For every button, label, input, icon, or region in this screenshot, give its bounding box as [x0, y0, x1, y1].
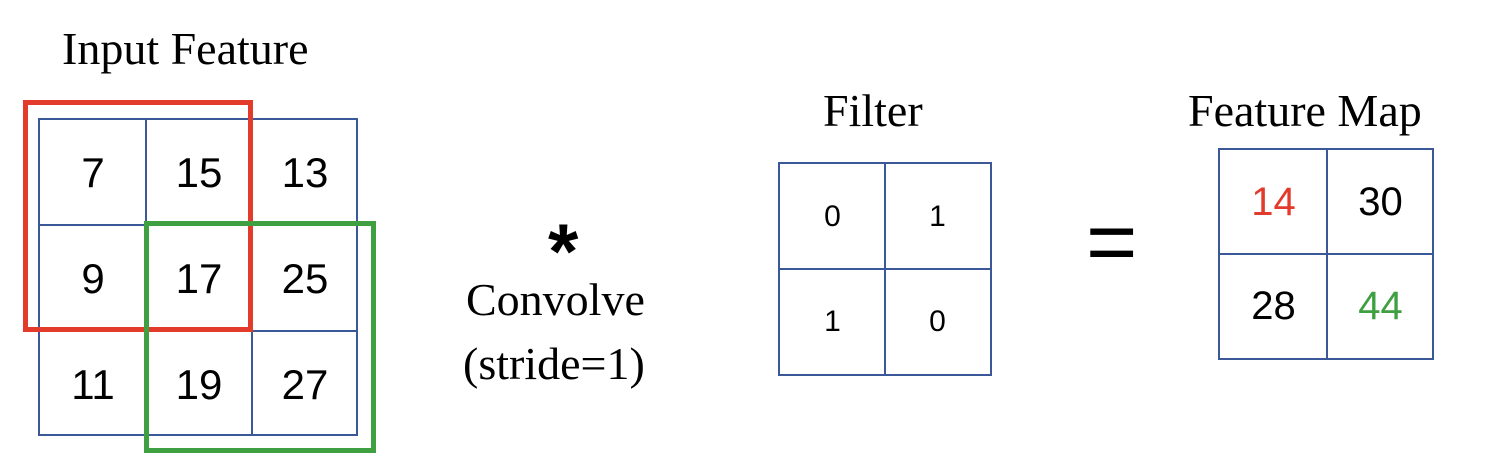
filter-cell: 1	[929, 199, 946, 233]
feature-map-cell: 28	[1251, 283, 1296, 328]
filter-title: Filter	[823, 85, 923, 136]
input-cell: 13	[281, 149, 329, 196]
feature-map-title: Feature Map	[1188, 85, 1422, 136]
convolve-symbol: *	[548, 207, 579, 295]
feature-map-cell-red: 14	[1251, 179, 1296, 224]
input-cell: 19	[175, 361, 223, 408]
green-window-bottom-right	[144, 221, 376, 453]
input-feature-title: Input Feature	[62, 23, 309, 74]
filter-cell: 1	[824, 304, 841, 338]
stride-label: (stride=1)	[463, 338, 645, 389]
filter-cell: 0	[929, 304, 946, 338]
input-cell: 9	[81, 255, 105, 302]
red-window-top-left	[23, 100, 253, 332]
input-cell: 27	[281, 361, 329, 408]
input-cell: 25	[281, 255, 329, 302]
feature-map-cell-green: 44	[1358, 283, 1403, 328]
feature-map-cell: 30	[1358, 179, 1403, 224]
filter-grid: 0 1 1 0	[778, 162, 992, 376]
filter-grid-hline	[780, 268, 990, 270]
feature-map-grid: 14 30 28 44	[1218, 148, 1434, 360]
input-cell: 17	[175, 255, 223, 302]
feature-map-hline	[1220, 253, 1432, 255]
filter-cell: 0	[824, 199, 841, 233]
equals-sign: =	[1086, 192, 1138, 291]
input-cell: 15	[175, 149, 223, 196]
convolve-label: Convolve	[466, 274, 645, 325]
input-cell: 11	[71, 361, 115, 408]
input-cell: 7	[81, 149, 105, 196]
input-feature-grid: 7 15 13 9 17 25 11 19 27	[38, 118, 358, 436]
